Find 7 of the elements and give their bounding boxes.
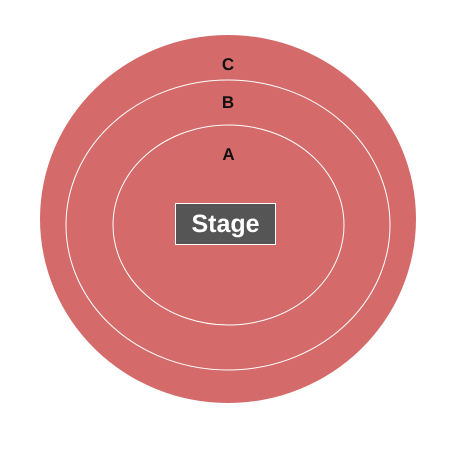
section-label: B xyxy=(220,93,236,113)
stage-box: Stage xyxy=(175,203,276,245)
seating-section xyxy=(66,80,390,370)
section-label: A xyxy=(221,145,236,165)
seating-section xyxy=(40,35,416,403)
seating-section xyxy=(113,125,344,325)
section-label: C xyxy=(220,55,236,75)
